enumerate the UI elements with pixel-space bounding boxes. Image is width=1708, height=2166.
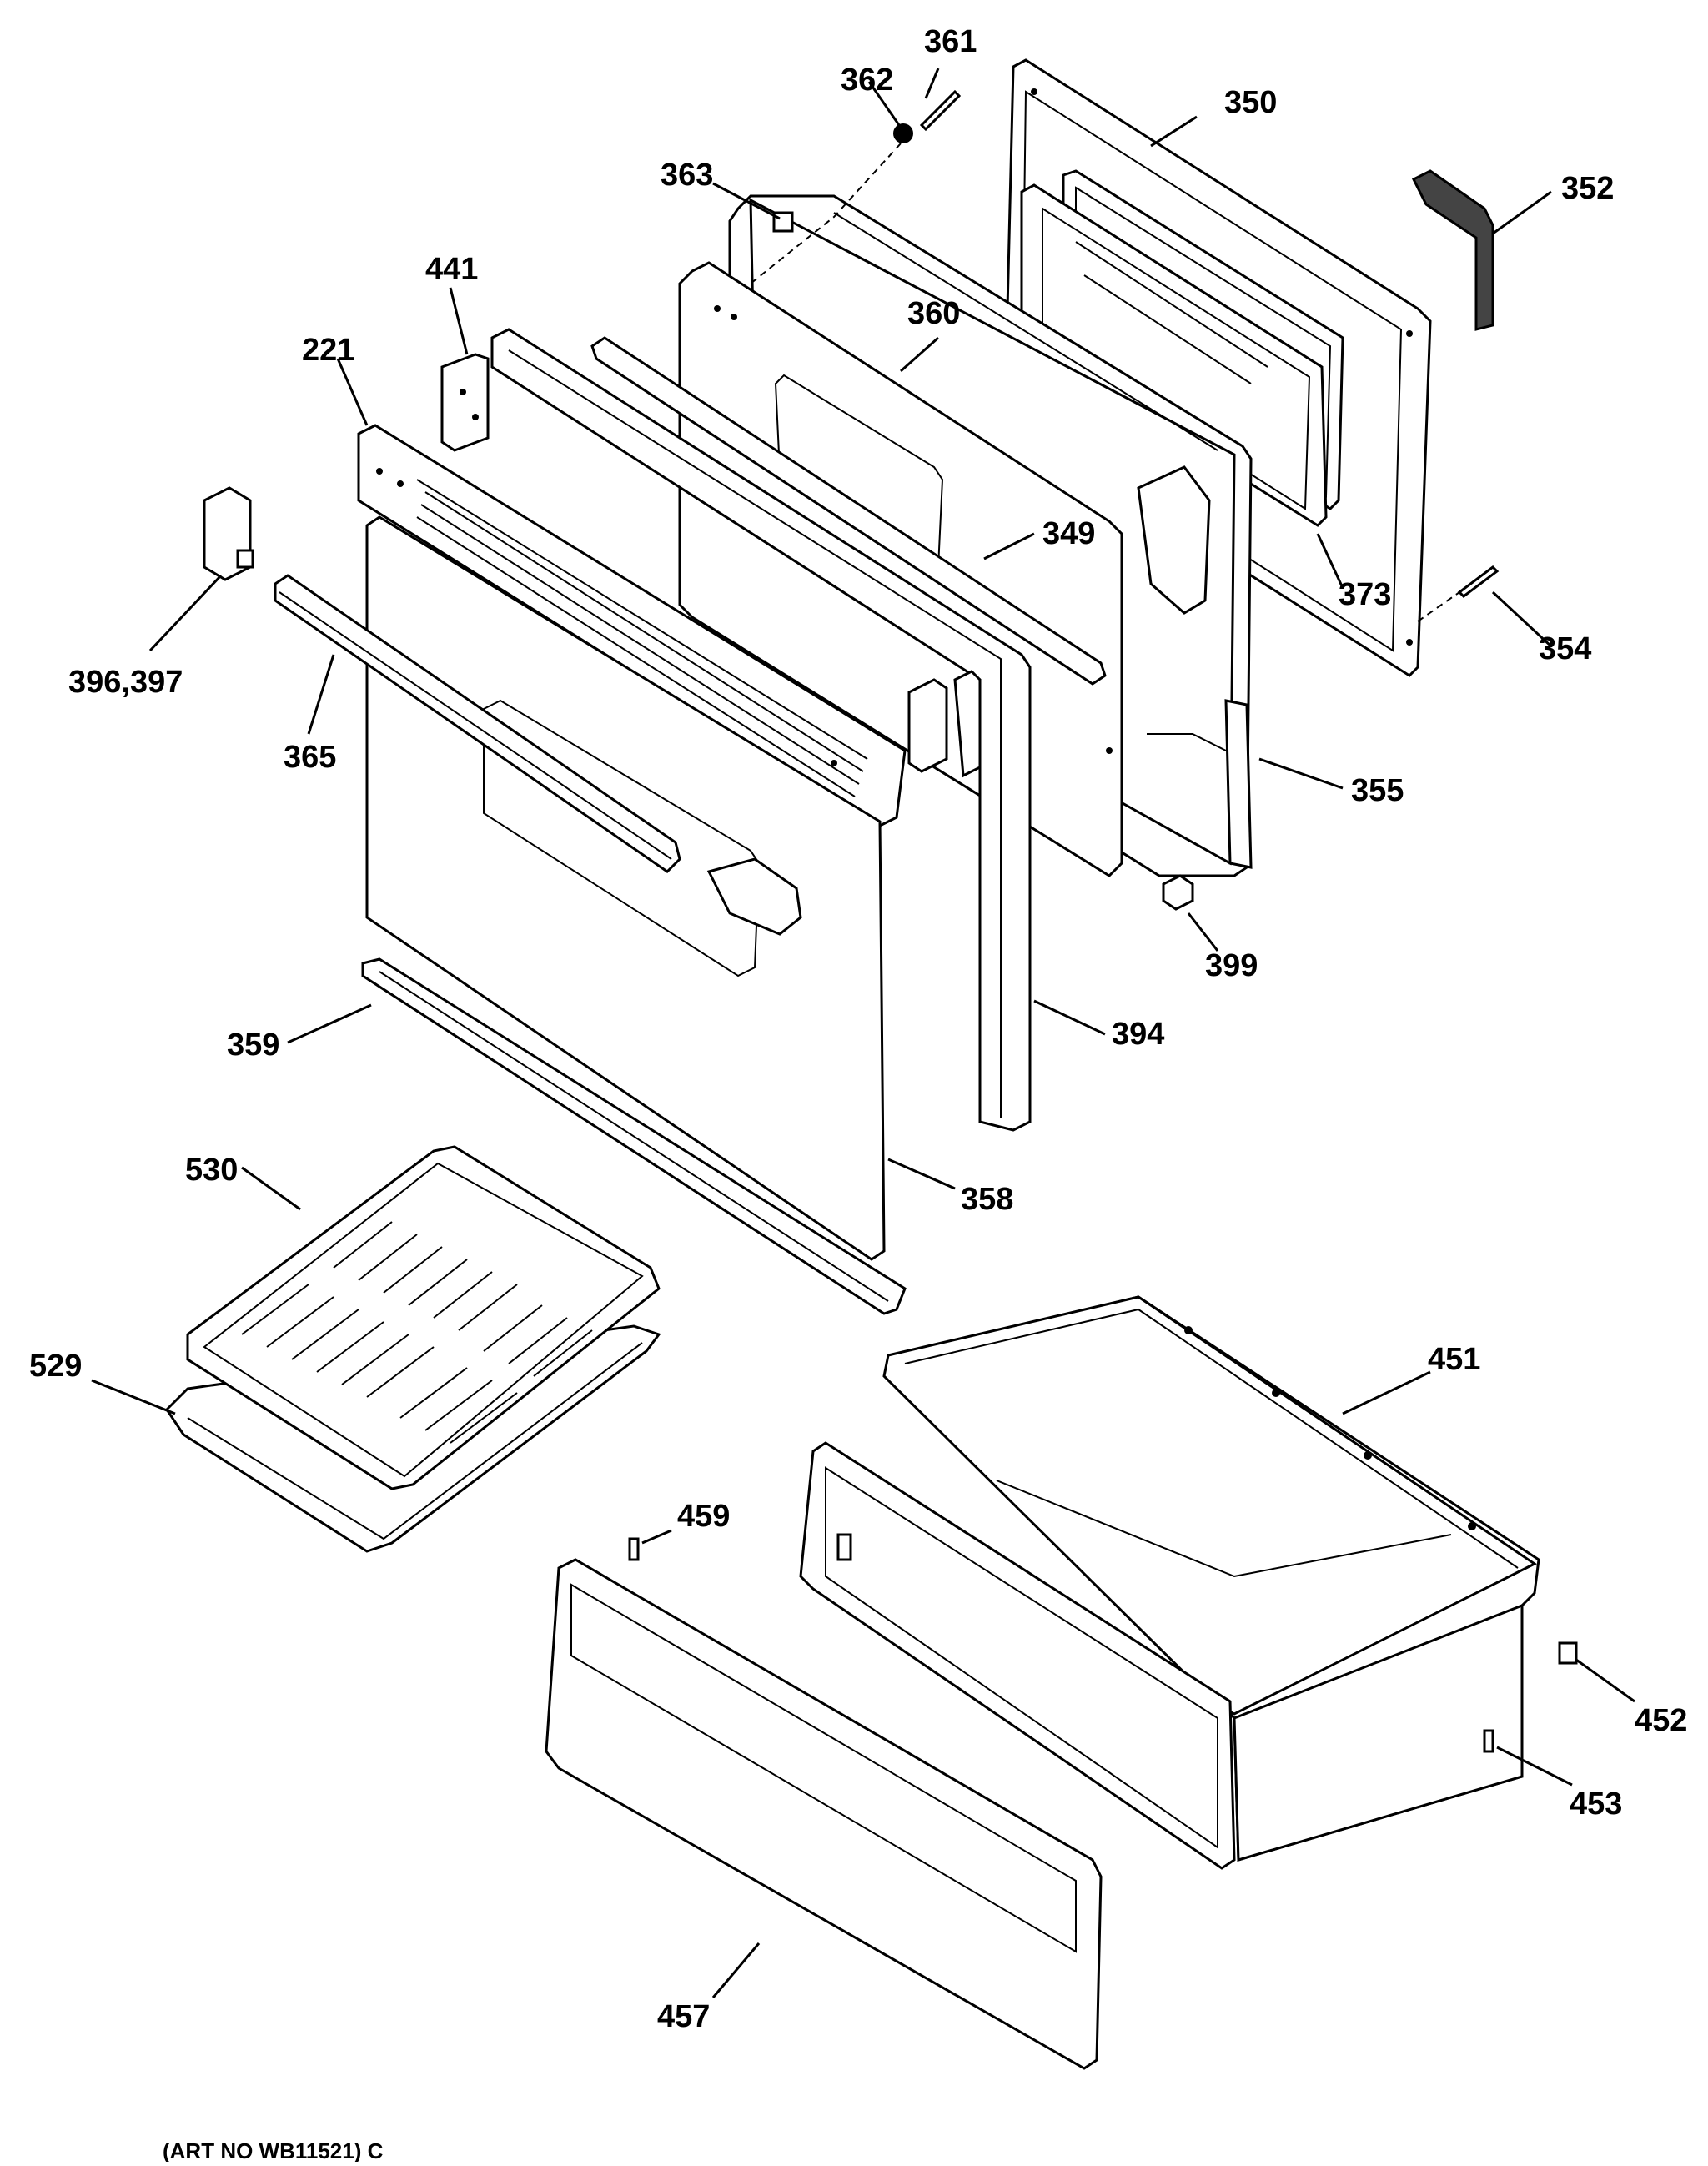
- part-label-363: 363: [661, 158, 713, 193]
- broiler-slots: [241, 1221, 593, 1444]
- part-label-451: 451: [1428, 1342, 1480, 1377]
- part-399-block: [1162, 874, 1194, 911]
- part-358-door-panel: [365, 515, 886, 1261]
- part-362-washer: [893, 123, 913, 143]
- part-label-361: 361: [924, 24, 977, 59]
- part-354-screw: [1417, 565, 1500, 622]
- part-label-530: 530: [185, 1153, 238, 1188]
- part-451-drawer-body: [882, 1295, 1540, 1862]
- part-441-bracket: [440, 353, 490, 452]
- part-359-bottom-trim: [361, 957, 907, 1315]
- part-396-397-latch: [203, 486, 254, 581]
- part-drawer-front-panel-inner: [799, 1441, 1236, 1870]
- part-label-441: 441: [425, 252, 478, 287]
- art-number-label: (ART NO WB11521) C: [163, 2138, 384, 2162]
- part-label-352: 352: [1561, 171, 1614, 206]
- part-label-396-397: 396,397: [68, 665, 183, 700]
- part-530-broiler-grid: [186, 1145, 661, 1490]
- part-349-rail: [590, 336, 1107, 686]
- part-355-hinge: [1147, 699, 1253, 869]
- part-label-452: 452: [1635, 1703, 1687, 1738]
- part-361-screw: [919, 89, 962, 132]
- part-label-359: 359: [227, 1028, 279, 1063]
- part-453-screw: [1483, 1729, 1494, 1753]
- part-label-453: 453: [1570, 1787, 1622, 1822]
- part-459-screw: [628, 1537, 640, 1561]
- part-label-529: 529: [29, 1349, 82, 1384]
- part-label-394: 394: [1112, 1017, 1164, 1052]
- part-labels: 361 362 350 352 363 441 360 221 349 373 396,397 354…: [29, 24, 1687, 2034]
- part-label-459: 459: [677, 1499, 730, 1534]
- part-label-360: 360: [907, 296, 960, 331]
- part-label-457: 457: [657, 1999, 710, 2034]
- part-394-side-trim: [490, 328, 1032, 1132]
- part-365-handle-bar: [274, 574, 681, 873]
- part-457-drawer-front: [545, 1558, 1103, 2070]
- part-label-362: 362: [841, 63, 893, 98]
- part-352-handle: [1411, 169, 1494, 331]
- part-label-350: 350: [1224, 85, 1277, 120]
- part-label-354: 354: [1539, 631, 1591, 666]
- part-label-365: 365: [284, 740, 336, 775]
- leader-lines: [91, 68, 1635, 1998]
- part-363-clip: [772, 211, 794, 233]
- part-label-221: 221: [302, 333, 354, 368]
- part-221-vent-trim: [357, 424, 907, 827]
- part-452-clip: [1558, 1641, 1578, 1665]
- part-label-399: 399: [1205, 948, 1258, 983]
- part-label-373: 373: [1339, 577, 1391, 612]
- part-label-349: 349: [1042, 516, 1095, 551]
- part-label-355: 355: [1351, 773, 1404, 808]
- part-label-358: 358: [961, 1182, 1013, 1217]
